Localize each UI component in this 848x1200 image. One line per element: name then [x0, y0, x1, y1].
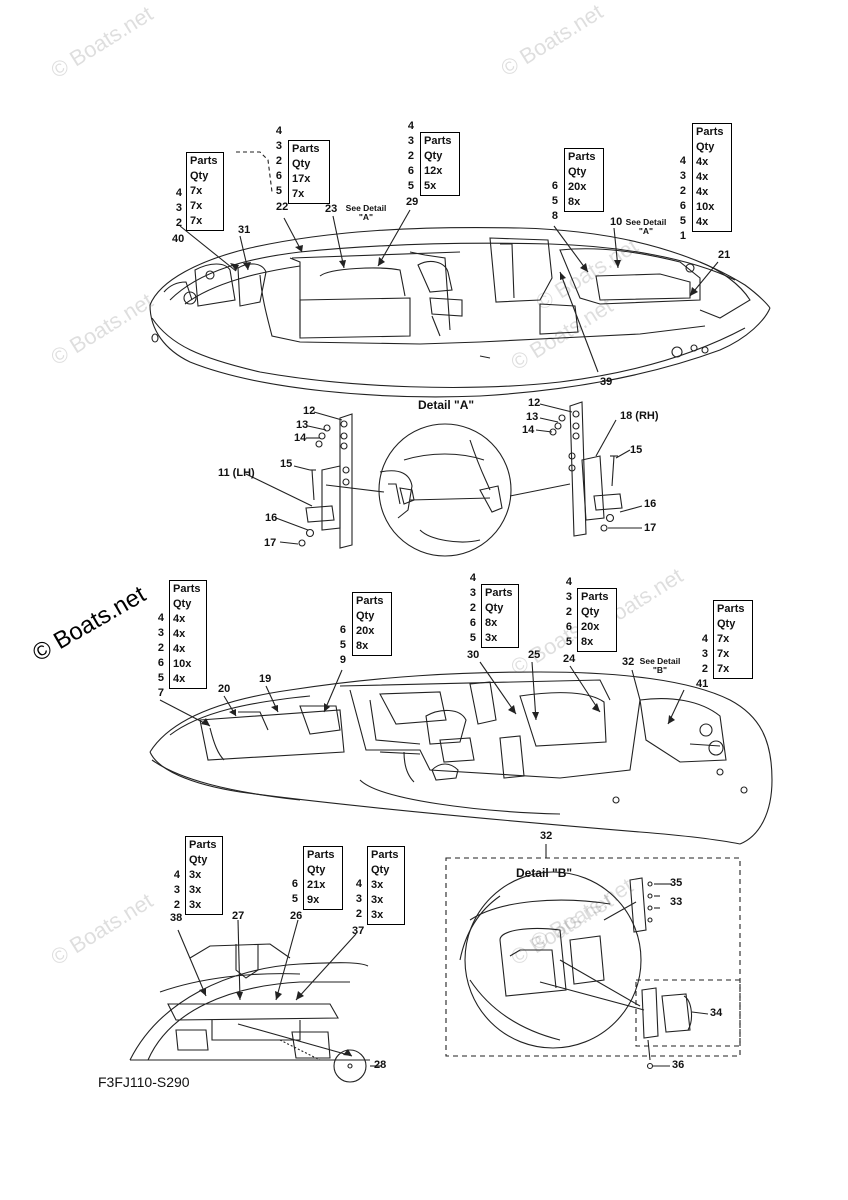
callout-32-ref: 32	[622, 656, 635, 668]
callout-19: 19	[259, 673, 272, 685]
detail-a-title: Detail "A"	[418, 398, 475, 412]
callout-11-lh: 11 (LH)	[218, 467, 255, 479]
callout-22: 22	[276, 201, 289, 213]
callout-27: 27	[232, 910, 245, 922]
callout-17-rh: 17	[644, 522, 657, 534]
callout-24: 24	[563, 653, 576, 665]
callout-34: 34	[710, 1007, 723, 1019]
callout-26: 26	[290, 910, 303, 922]
callout-29: 29	[406, 196, 419, 208]
callout-35: 35	[670, 877, 683, 889]
callout-31: 31	[238, 224, 251, 236]
callout-14-lh: 14	[294, 432, 307, 444]
callout-30: 30	[467, 649, 480, 661]
callout-33: 33	[670, 896, 683, 908]
callout-39: 39	[600, 376, 613, 388]
callout-12-lh: 12	[303, 405, 316, 417]
callout-23: 23	[325, 203, 338, 215]
callout-32: 32	[540, 830, 553, 842]
callout-25: 25	[528, 649, 541, 661]
see-detail-a-note: See Detail"A"	[345, 203, 387, 222]
callout-12-rh: 12	[528, 397, 541, 409]
callout-13-lh: 13	[296, 419, 309, 431]
callout-20: 20	[218, 683, 231, 695]
callout-28: 28	[374, 1059, 387, 1071]
callout-21: 21	[718, 249, 731, 261]
callout-37: 37	[352, 925, 365, 937]
callout-16-rh: 16	[644, 498, 657, 510]
callout-15-lh: 15	[280, 458, 293, 470]
callout-15-rh: 15	[630, 444, 643, 456]
callout-10: 10	[610, 216, 623, 228]
detail-b-title: Detail "B"	[516, 866, 573, 880]
callout-17-lh: 17	[264, 537, 277, 549]
callout-16-lh: 16	[265, 512, 278, 524]
callout-18-rh: 18 (RH)	[620, 410, 659, 422]
callout-38: 38	[170, 912, 183, 924]
callout-40: 40	[172, 233, 185, 245]
callout-14-rh: 14	[522, 424, 535, 436]
callout-13-rh: 13	[526, 411, 539, 423]
diagram-code: F3FJ110-S290	[98, 1074, 190, 1090]
see-detail-a-note-2: See Detail"A"	[625, 217, 667, 236]
see-detail-b-note: See Detail"B"	[639, 656, 681, 675]
callout-36: 36	[672, 1059, 685, 1071]
